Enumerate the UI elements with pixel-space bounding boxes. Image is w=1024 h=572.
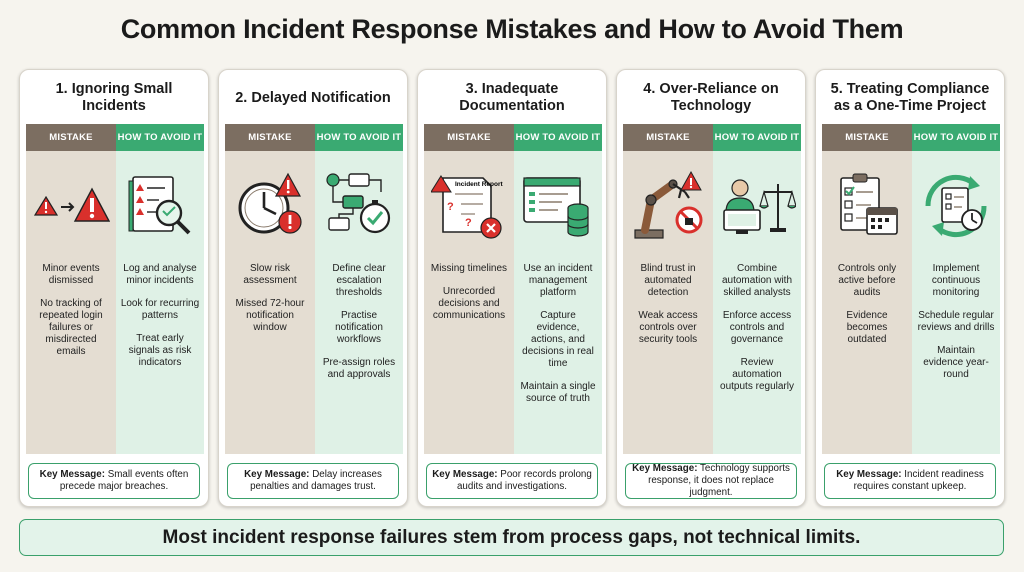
incident-report-icon: Incident Report ? ? [424,151,514,261]
card-3: 3. Inadequate Documentation MISTAKE Inci… [417,69,607,507]
avoid-header: HOW TO AVOID IT [116,124,204,151]
analyst-scales-icon [713,151,801,261]
key-message-text: Incident readiness requires constant upk… [853,469,984,492]
escalation-flow-icon [315,151,403,261]
key-message-text: Technology supports response, it does no… [648,463,790,498]
mistake-item: Weak access controls over security tools [638,310,698,345]
key-message: Key Message: Technology supports respons… [625,463,797,499]
mistake-header: MISTAKE [225,124,315,151]
cards-container: 1. Ignoring Small Incidents MISTAKE Mino… [19,69,1009,507]
card-4: 4. Over-Reliance on Technology MISTAKE [616,69,806,507]
avoid-item: Combine automation with skilled analysts [721,263,793,298]
avoid-item: Practise notification workflows [335,310,383,345]
avoid-item: Use an incident management platform [523,263,593,298]
avoid-item: Enforce access controls and governance [722,310,792,345]
key-message-text: Poor records prolong audits and investig… [456,469,592,492]
key-message: Key Message: Delay increases penalties a… [227,463,399,499]
robot-arm-icon [623,151,713,261]
avoid-item: Maintain evidence year-round [923,345,989,380]
platform-database-icon [514,151,602,261]
mistake-header: MISTAKE [26,124,116,151]
avoid-item: Maintain a single source of truth [520,381,596,404]
key-label: Key Message: [836,469,902,480]
avoid-header: HOW TO AVOID IT [315,124,403,151]
key-label: Key Message: [39,469,105,480]
key-message-text: Delay increases penalties and damages tr… [250,469,382,492]
avoid-item: Treat early signals as risk indicators [128,333,192,368]
bottom-message-banner: Most incident response failures stem fro… [19,519,1004,556]
key-message: Key Message: Poor records prolong audits… [426,463,598,499]
avoid-item: Pre-assign roles and approvals [322,357,396,380]
mistake-column: MISTAKE Slow risk assessment Missed 72-h… [225,124,315,454]
avoid-item: Review automation outputs regularly [720,357,794,392]
avoid-header: HOW TO AVOID IT [912,124,1000,151]
mistake-header: MISTAKE [822,124,912,151]
card-title: 4. Over-Reliance on Technology [643,81,779,114]
avoid-column: HOW TO AVOID IT Log and analyse minor in… [116,124,204,454]
mistake-item: Missed 72-hour notification window [235,298,305,333]
mistake-item: Evidence becomes outdated [846,310,888,345]
mistake-item: Slow risk assessment [243,263,297,286]
key-message: Key Message: Incident readiness requires… [824,463,996,499]
avoid-header: HOW TO AVOID IT [713,124,801,151]
avoid-column: HOW TO AVOID IT Define clear escalation … [315,124,403,454]
mistake-item: Missing timelines [430,263,508,274]
mistake-column: MISTAKE Incident Report ? ? Missing time… [424,124,514,454]
card-title: 3. Inadequate Documentation [459,81,565,114]
mistake-item: Blind trust in automated detection [640,263,696,298]
avoid-item: Log and analyse minor incidents [123,263,197,286]
avoid-column: HOW TO AVOID IT Implement continuous mon… [912,124,1000,454]
card-title: 5. Treating Compliance as a One-Time Pro… [830,81,990,114]
clock-alert-icon [225,151,315,261]
avoid-item: Implement continuous monitoring [931,263,981,298]
mistake-item: Controls only active before audits [837,263,897,298]
report-title-text: Incident Report [455,181,504,188]
warning-to-alert-icon [26,151,116,261]
mistake-header: MISTAKE [623,124,713,151]
mistake-header: MISTAKE [424,124,514,151]
key-label: Key Message: [244,469,310,480]
mistake-column: MISTAKE Blind trust in automated detecti… [623,124,713,454]
avoid-item: Capture evidence, actions, and decisions… [522,310,594,369]
card-title: 1. Ignoring Small Incidents [55,81,173,114]
key-message: Key Message: Small events often precede … [28,463,200,499]
avoid-item: Look for recurring patterns [120,298,200,321]
mistake-item: No tracking of repeated login failures o… [39,298,103,357]
mistake-column: MISTAKE Controls only active before audi… [822,124,912,454]
avoid-item: Define clear escalation thresholds [332,263,386,298]
card-2: 2. Delayed Notification MISTAKE Slow ris… [218,69,408,507]
key-label: Key Message: [432,469,498,480]
avoid-header: HOW TO AVOID IT [514,124,602,151]
continuous-cycle-icon [912,151,1000,261]
page-title: Common Incident Response Mistakes and Ho… [120,14,904,44]
mistake-item: Unrecorded decisions and communications [432,286,506,321]
key-message-text: Small events often precede major breache… [59,469,189,492]
card-title: 2. Delayed Notification [235,89,391,106]
mistake-item: Minor events dismissed [42,263,100,286]
mistake-column: MISTAKE Minor events dismissed No tracki… [26,124,116,454]
card-1: 1. Ignoring Small Incidents MISTAKE Mino… [19,69,209,507]
svg-text:?: ? [447,201,454,213]
svg-text:?: ? [465,217,472,229]
avoid-item: Schedule regular reviews and drills [917,310,995,333]
avoid-column: HOW TO AVOID IT Combine automation with … [713,124,801,454]
avoid-column: HOW TO AVOID IT Use an incident manageme… [514,124,602,454]
checklist-magnifier-icon [116,151,204,261]
checklist-calendar-icon [822,151,912,261]
card-5: 5. Treating Compliance as a One-Time Pro… [815,69,1005,507]
key-label: Key Message: [632,463,698,474]
bottom-message: Most incident response failures stem fro… [162,526,861,548]
